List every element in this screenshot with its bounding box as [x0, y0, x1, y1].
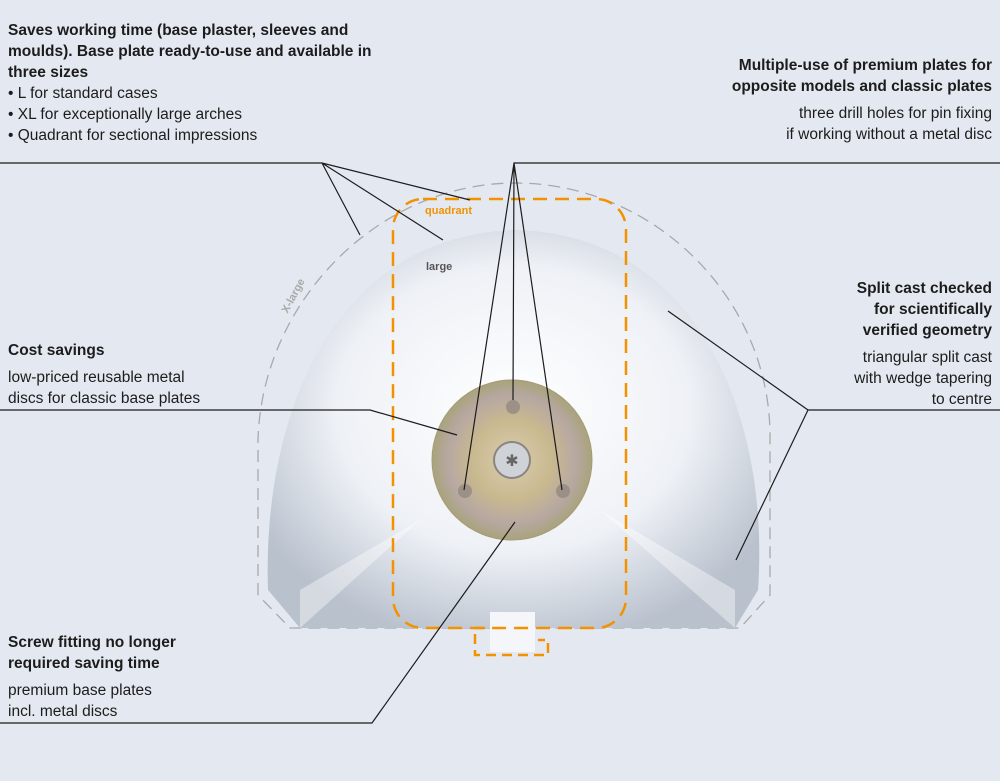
quadrant-label: quadrant [425, 205, 473, 217]
callout-text: premium base plates [8, 682, 152, 699]
callout-title: verified geometry [862, 322, 992, 339]
drill-hole [506, 400, 520, 414]
callout-text: if working without a metal disc [786, 126, 992, 143]
callout-text: incl. metal discs [8, 703, 118, 720]
bullet: • Quadrant for sectional impressions [8, 127, 258, 144]
callout-title: Split cast checked [856, 280, 992, 297]
callout-title: three sizes [8, 64, 89, 81]
torx-icon: ✱ [505, 453, 518, 470]
leader-lines [0, 162, 1000, 724]
callout-text: three drill holes for pin fixing [799, 105, 992, 122]
callout-cost-savings: Cost savings low-priced reusable metal d… [8, 340, 200, 409]
large-label: large [426, 261, 453, 273]
screw [493, 441, 531, 479]
callout-text: to centre [931, 391, 992, 408]
tab-outline [473, 626, 550, 657]
quadrant-outline [391, 197, 628, 630]
drill-hole [458, 484, 472, 498]
callout-text: triangular split cast [862, 349, 992, 366]
callout-text: with wedge tapering [854, 370, 992, 387]
callout-title: Screw fitting no longer [8, 634, 176, 651]
callout-base-plate: Saves working time (base plaster, sleeve… [8, 20, 372, 146]
callout-title: for scientifically [873, 301, 992, 318]
callout-title: moulds). Base plate ready-to-use and ava… [8, 43, 372, 60]
bullet: • XL for exceptionally large arches [8, 106, 243, 123]
callout-text: low-priced reusable metal [8, 369, 185, 386]
callout-title: required saving time [8, 655, 160, 672]
callout-title: Multiple-use of premium plates for [738, 57, 992, 74]
callout-premium-plates: Multiple-use of premium plates for oppos… [732, 55, 992, 145]
callout-title: opposite models and classic plates [731, 78, 992, 95]
bullet: • L for standard cases [8, 85, 158, 102]
callout-text: discs for classic base plates [8, 390, 201, 407]
drill-hole [556, 484, 570, 498]
callout-title: Cost savings [8, 342, 105, 359]
plate-tab [490, 612, 535, 652]
callout-screw: Screw fitting no longer required saving … [8, 632, 176, 722]
callout-title: Saves working time (base plaster, sleeve… [8, 22, 349, 39]
callout-split-cast: Split cast checked for scientifically ve… [854, 278, 992, 410]
